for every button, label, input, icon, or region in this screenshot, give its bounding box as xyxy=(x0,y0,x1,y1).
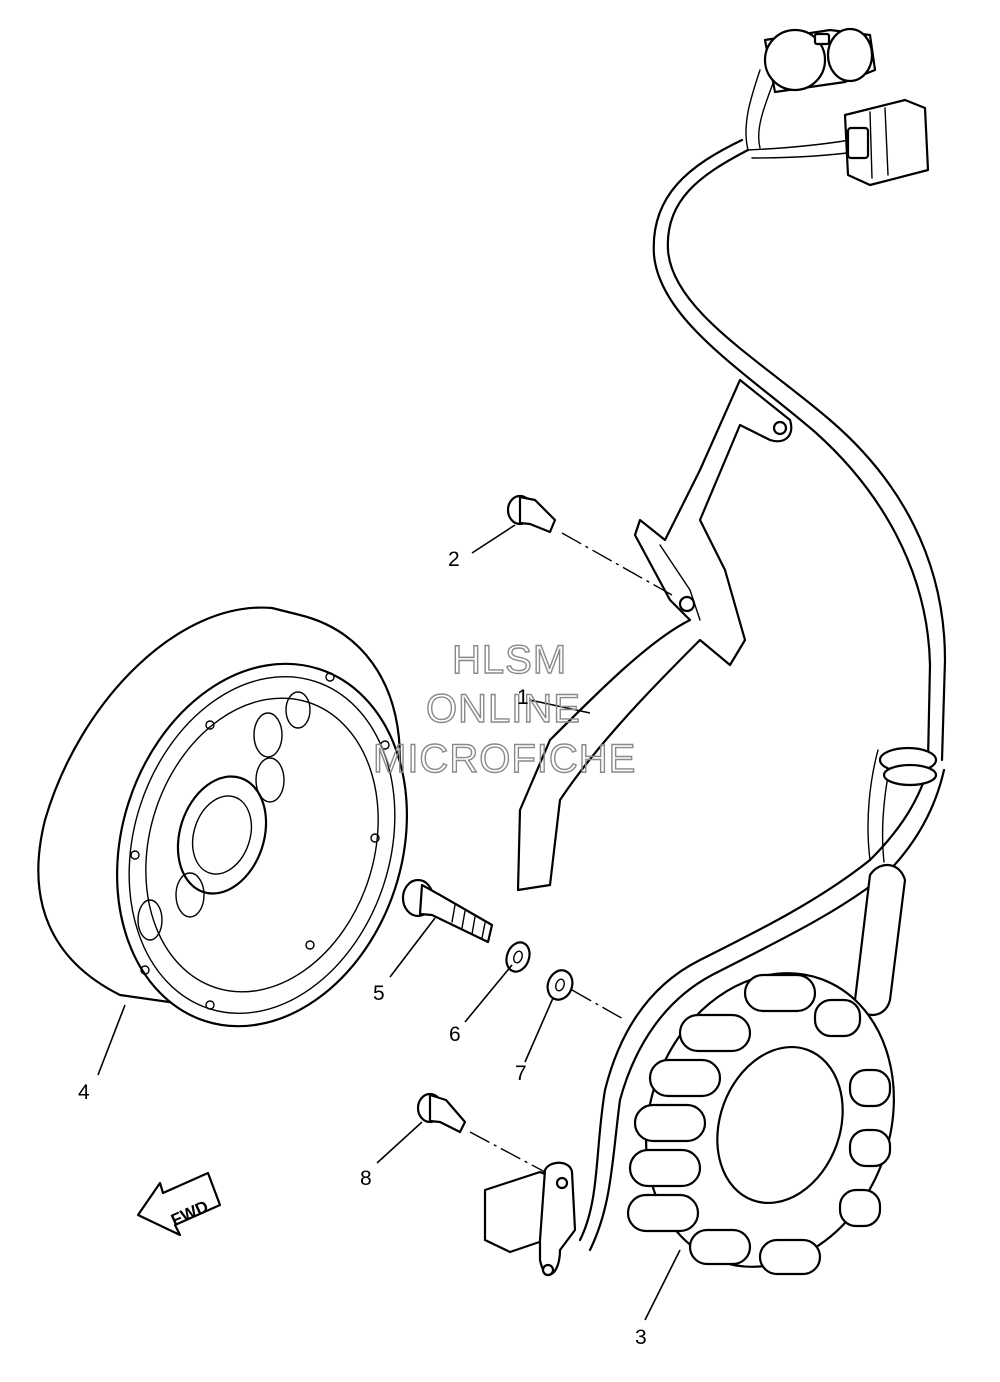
part-2-screw xyxy=(506,494,673,596)
watermark-line-1: HLSM xyxy=(452,638,567,682)
callout-2: 2 xyxy=(448,548,460,571)
watermark: HLSM ONLINE MICROFICHE xyxy=(372,637,636,781)
fwd-arrow-icon: FWD xyxy=(136,1171,222,1237)
callout-6: 6 xyxy=(449,1023,461,1046)
callout-5: 5 xyxy=(373,982,385,1005)
pickup-coil xyxy=(483,1161,577,1277)
part-3-stator xyxy=(626,972,895,1276)
wiring-harness xyxy=(578,69,947,1252)
round-connector xyxy=(763,27,877,94)
callout-8: 8 xyxy=(360,1167,372,1190)
part-5-bolt xyxy=(401,878,494,944)
part-6-washer xyxy=(505,941,531,973)
watermark-line-3: MICROFICHE xyxy=(373,737,636,781)
rect-connector xyxy=(843,98,930,187)
callout-labels: 1 2 3 4 5 6 7 8 xyxy=(78,548,647,1349)
part-4-rotor xyxy=(37,606,409,1028)
callout-7: 7 xyxy=(515,1062,527,1085)
callout-1: 1 xyxy=(517,686,529,709)
part-1-plate xyxy=(516,378,793,892)
part-7-washer xyxy=(546,969,626,1021)
callout-4: 4 xyxy=(78,1081,90,1104)
leader-lines xyxy=(97,524,681,1321)
part-8-screw xyxy=(416,1092,546,1173)
callout-3: 3 xyxy=(635,1326,647,1349)
watermark-line-2: ONLINE xyxy=(426,687,581,731)
